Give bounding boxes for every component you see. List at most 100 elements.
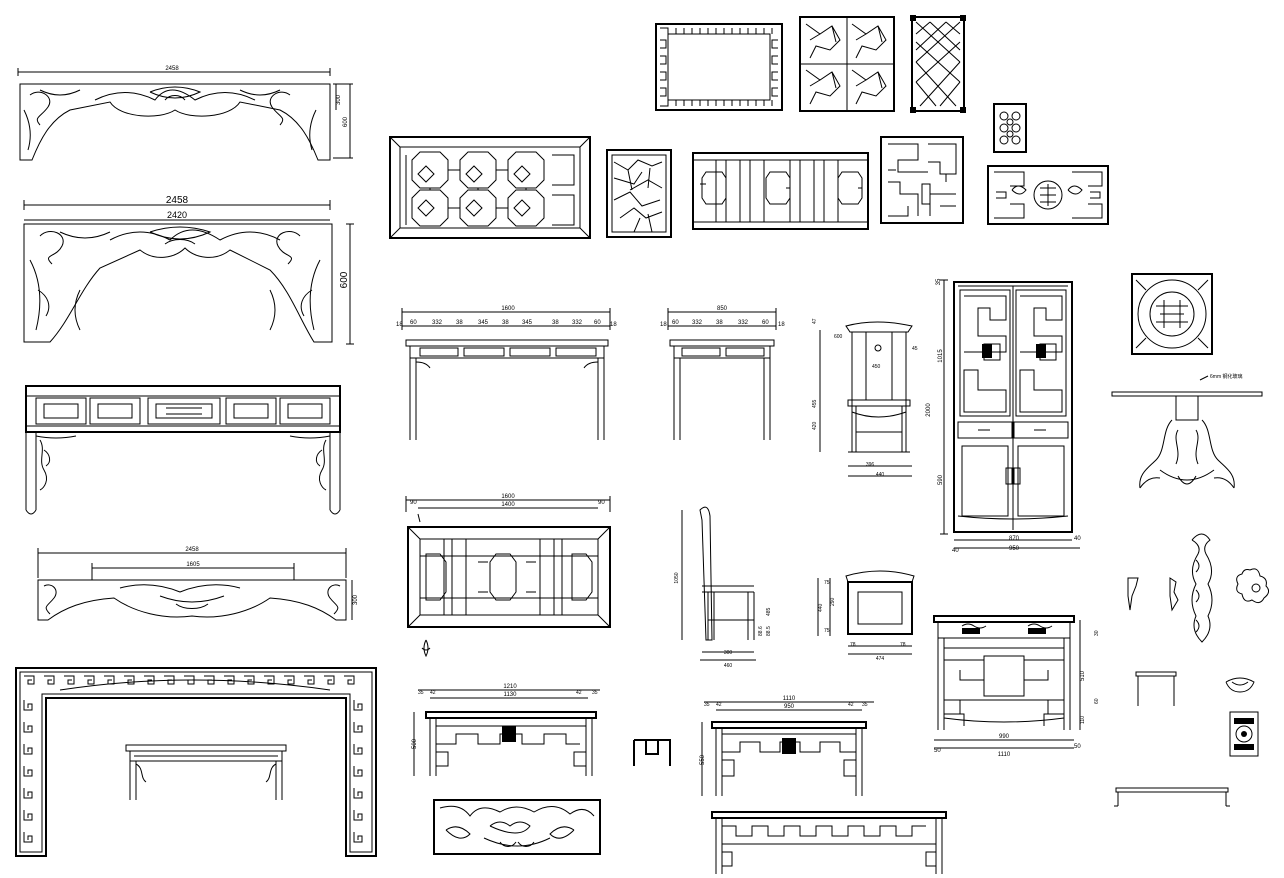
svg-text:45: 45 (912, 346, 918, 352)
svg-text:47: 47 (812, 318, 818, 324)
side-chair-elevation: 1050 460 300 485 88.6 88.5 (674, 506, 772, 669)
dim-fs-total: 1210 (503, 684, 517, 690)
svg-text:440: 440 (818, 603, 824, 612)
svg-text:88.5: 88.5 (766, 626, 772, 636)
svg-text:75: 75 (824, 580, 830, 586)
dim-top-total: 1600 (501, 494, 515, 500)
lattice-panel-ice-crack-quad (799, 16, 895, 112)
carved-ornament-medallion (1229, 711, 1259, 757)
svg-text:40: 40 (952, 548, 959, 554)
dim-chair-width: 460 (724, 663, 733, 669)
svg-text:35: 35 (418, 690, 424, 696)
fret-frame-small: 1210 1130 35 42 42 35 500 (412, 684, 600, 776)
svg-text:38: 38 (502, 320, 509, 326)
svg-text:300: 300 (724, 650, 733, 656)
dim-stool-seg-left: 78 (850, 642, 856, 648)
svg-text:600: 600 (834, 334, 843, 340)
carved-apron-1: 2458 300 600 (17, 66, 353, 161)
svg-text:42: 42 (430, 690, 436, 696)
carved-apron-3: 2458 1605 300 (37, 547, 359, 621)
dim-top-side-right: 90 (598, 500, 605, 506)
dim-stool-seg-right: 78 (900, 642, 906, 648)
svg-text:42: 42 (576, 690, 582, 696)
lattice-panel-shou (987, 165, 1109, 225)
dim-screen-w-inner: 990 (999, 734, 1010, 740)
svg-text:60: 60 (594, 320, 601, 326)
svg-text:88.6: 88.6 (758, 626, 764, 636)
dim-fs-height: 500 (412, 738, 418, 749)
svg-text:60: 60 (762, 320, 769, 326)
svg-text:332: 332 (692, 320, 703, 326)
dim-screen-side-right: 50 (1074, 744, 1081, 750)
dim-stool-w: 474 (876, 656, 885, 662)
dim-apron2-inner: 2420 (167, 210, 187, 220)
dim-table-b-segments: 18 60 332 38 332 60 18 (660, 320, 785, 328)
lattice-panel-small-square (993, 103, 1027, 153)
dim-apron2-outer: 2458 (166, 195, 189, 206)
svg-text:75: 75 (824, 628, 830, 634)
dim-cab-upper: 1015 (938, 349, 944, 363)
svg-text:420: 420 (812, 421, 818, 430)
fret-frieze-bottom (711, 811, 947, 874)
svg-text:60: 60 (410, 320, 417, 326)
lattice-panel-diamond (910, 15, 966, 113)
dim-cab-lower: 590 (938, 474, 944, 485)
svg-text:30: 30 (1094, 630, 1100, 636)
dim-apron1-h1: 300 (336, 94, 342, 105)
table-top-plan: 1600 1400 90 90 (405, 494, 611, 658)
short-table-elevation: 850 18 60 332 38 332 60 18 (660, 306, 785, 440)
armchair-front-elevation: 396 440 455 420 47 600 450 45 (812, 318, 918, 478)
dim-apron3-outer: 2458 (185, 547, 199, 553)
dim-fm-inner: 950 (784, 704, 795, 710)
svg-text:38: 38 (456, 320, 463, 326)
dim-screen-w-outer: 1110 (998, 752, 1011, 758)
dim-top-side-left: 90 (410, 500, 417, 506)
round-table-elevation: 6mm 钢化玻璃 (1111, 373, 1263, 489)
svg-text:18: 18 (778, 322, 785, 328)
dim-chair-height: 1050 (674, 572, 680, 583)
svg-text:332: 332 (572, 320, 583, 326)
dim-apron1-h2: 600 (343, 116, 349, 127)
carved-ornament-oval (1225, 677, 1255, 693)
lattice-panel-ice-crack (606, 149, 672, 238)
svg-text:42: 42 (848, 702, 854, 708)
fret-doorway-frame (15, 667, 377, 857)
dim-cab-width-outer: 950 (1009, 546, 1020, 552)
svg-text:18: 18 (610, 322, 617, 328)
dim-table-a-segments: 18 60 332 38 345 38 345 38 332 60 18 (396, 320, 617, 328)
small-table-profile (1135, 671, 1177, 706)
svg-text:60: 60 (1094, 698, 1100, 704)
svg-text:440: 440 (876, 472, 885, 478)
dim-screen-h: 510 (1080, 670, 1086, 681)
lattice-panel-octagon (389, 136, 591, 239)
dim-fm-height: 550 (700, 754, 706, 765)
svg-text:42: 42 (716, 702, 722, 708)
svg-text:18: 18 (396, 322, 403, 328)
dim-apron3-height: 300 (353, 594, 359, 605)
svg-text:38: 38 (716, 320, 723, 326)
dim-cab-top: 35 (936, 278, 942, 285)
svg-text:332: 332 (738, 320, 749, 326)
svg-text:60: 60 (672, 320, 679, 326)
carved-ornament-vertical (1191, 533, 1213, 643)
carved-apron-2: 2458 2420 600 (23, 195, 354, 345)
carved-panel-bottom (433, 799, 601, 855)
svg-text:455: 455 (812, 399, 818, 408)
dim-table-a-total: 1600 (501, 306, 515, 312)
fret-frame-mid: 1110 950 35 42 42 35 550 (700, 696, 874, 796)
display-cabinet-elevation: 2000 1015 590 35 870 950 40 40 (926, 278, 1081, 554)
dim-cab-side: 40 (1074, 536, 1081, 542)
dim-apron1-width: 2458 (165, 66, 179, 72)
carved-ornament-flower (1236, 568, 1270, 604)
dim-cab-total: 2000 (926, 403, 932, 417)
carved-ornament-bracket-1 (1127, 577, 1139, 611)
carved-ornament-bracket-2 (1169, 577, 1179, 612)
dim-fm-total: 1110 (783, 696, 796, 702)
bench-profile (1114, 787, 1230, 807)
svg-text:18: 18 (660, 322, 667, 328)
console-table-elevation: 990 1110 50 50 510 30 60 110 (933, 615, 1100, 758)
long-table-elevation: 1600 18 60 332 38 345 38 345 38 332 60 1… (396, 306, 617, 440)
round-table-plan (1131, 273, 1213, 355)
fret-bracket-profile (633, 739, 671, 766)
svg-text:35: 35 (592, 690, 598, 696)
